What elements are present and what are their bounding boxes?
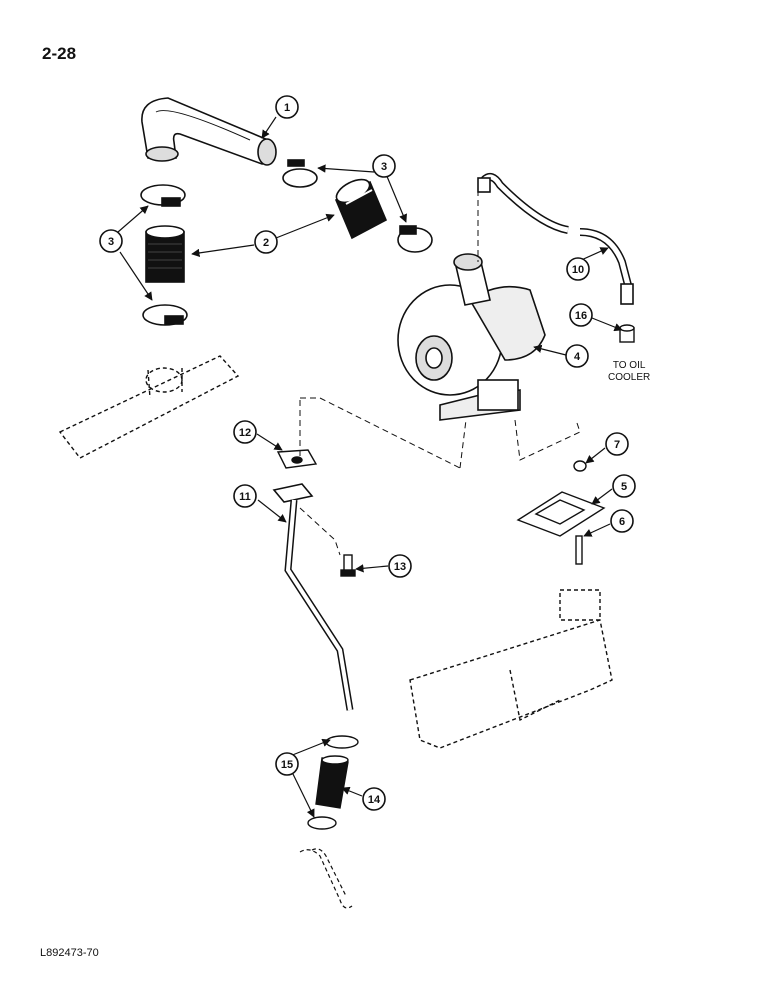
callout-15: 15 bbox=[275, 752, 299, 776]
note-line-2: COOLER bbox=[608, 372, 651, 383]
part-7-nut bbox=[573, 460, 587, 472]
part-13-bolt bbox=[340, 554, 356, 577]
part-2-hose-sleeve-upper bbox=[334, 178, 388, 240]
leader-lines bbox=[117, 116, 623, 818]
callout-11: 11 bbox=[233, 484, 257, 508]
part-16-fitting bbox=[619, 324, 635, 343]
callout-7: 7 bbox=[605, 432, 629, 456]
callout-12: 12 bbox=[233, 420, 257, 444]
part-3-clamp-left-top bbox=[140, 184, 186, 207]
svg-text:13: 13 bbox=[394, 561, 406, 573]
svg-text:1: 1 bbox=[284, 102, 290, 114]
part-15-clamp-upper bbox=[325, 735, 359, 749]
svg-text:3: 3 bbox=[108, 236, 114, 248]
part-14-hose-lower bbox=[315, 755, 349, 809]
to-oil-cooler-note: TO OIL COOLER bbox=[608, 360, 650, 384]
svg-text:5: 5 bbox=[621, 481, 627, 493]
part-3-clamp-right bbox=[397, 225, 433, 253]
svg-text:11: 11 bbox=[239, 491, 251, 503]
exhaust-adapter-plate bbox=[58, 355, 240, 459]
part-4-turbocharger bbox=[397, 253, 546, 421]
part-3-clamp-upper-left bbox=[282, 159, 318, 188]
callout-1: 1 bbox=[275, 95, 299, 119]
alignment-lines bbox=[299, 190, 581, 556]
part-6-stud bbox=[575, 535, 583, 565]
part-15-clamp-lower bbox=[307, 816, 337, 830]
svg-text:2: 2 bbox=[263, 237, 269, 249]
callout-6: 6 bbox=[610, 509, 634, 533]
svg-text:14: 14 bbox=[368, 794, 381, 806]
callout-10: 10 bbox=[566, 257, 590, 281]
callout-4: 4 bbox=[565, 344, 589, 368]
svg-text:3: 3 bbox=[381, 161, 387, 173]
svg-text:10: 10 bbox=[572, 264, 584, 276]
callout-13: 13 bbox=[388, 554, 412, 578]
part-1-elbow-tube bbox=[141, 97, 277, 166]
figure-code: L892473-70 bbox=[40, 947, 99, 959]
svg-text:4: 4 bbox=[574, 351, 581, 363]
svg-text:16: 16 bbox=[575, 310, 587, 322]
lower-return-tube bbox=[299, 848, 353, 909]
part-11-oil-drain-tube bbox=[272, 483, 354, 711]
callout-3-upper: 3 bbox=[372, 154, 396, 178]
callout-2: 2 bbox=[254, 230, 278, 254]
callout-5: 5 bbox=[612, 474, 636, 498]
part-3-clamp-left-bottom bbox=[142, 304, 188, 326]
svg-text:15: 15 bbox=[281, 759, 293, 771]
page-number: 2-28 bbox=[42, 44, 77, 63]
exhaust-manifold bbox=[409, 589, 613, 749]
svg-text:12: 12 bbox=[239, 427, 251, 439]
callout-3-left: 3 bbox=[99, 229, 123, 253]
callout-14: 14 bbox=[362, 787, 386, 811]
note-line-1: TO OIL bbox=[612, 360, 646, 371]
part-10-oil-hose bbox=[477, 172, 634, 305]
part-12-gasket bbox=[276, 449, 318, 469]
callout-16: 16 bbox=[569, 303, 593, 327]
part-2-hose-sleeve-left bbox=[145, 225, 185, 283]
part-5-gasket-plate bbox=[516, 491, 606, 537]
svg-text:6: 6 bbox=[619, 516, 625, 528]
svg-text:7: 7 bbox=[614, 439, 620, 451]
